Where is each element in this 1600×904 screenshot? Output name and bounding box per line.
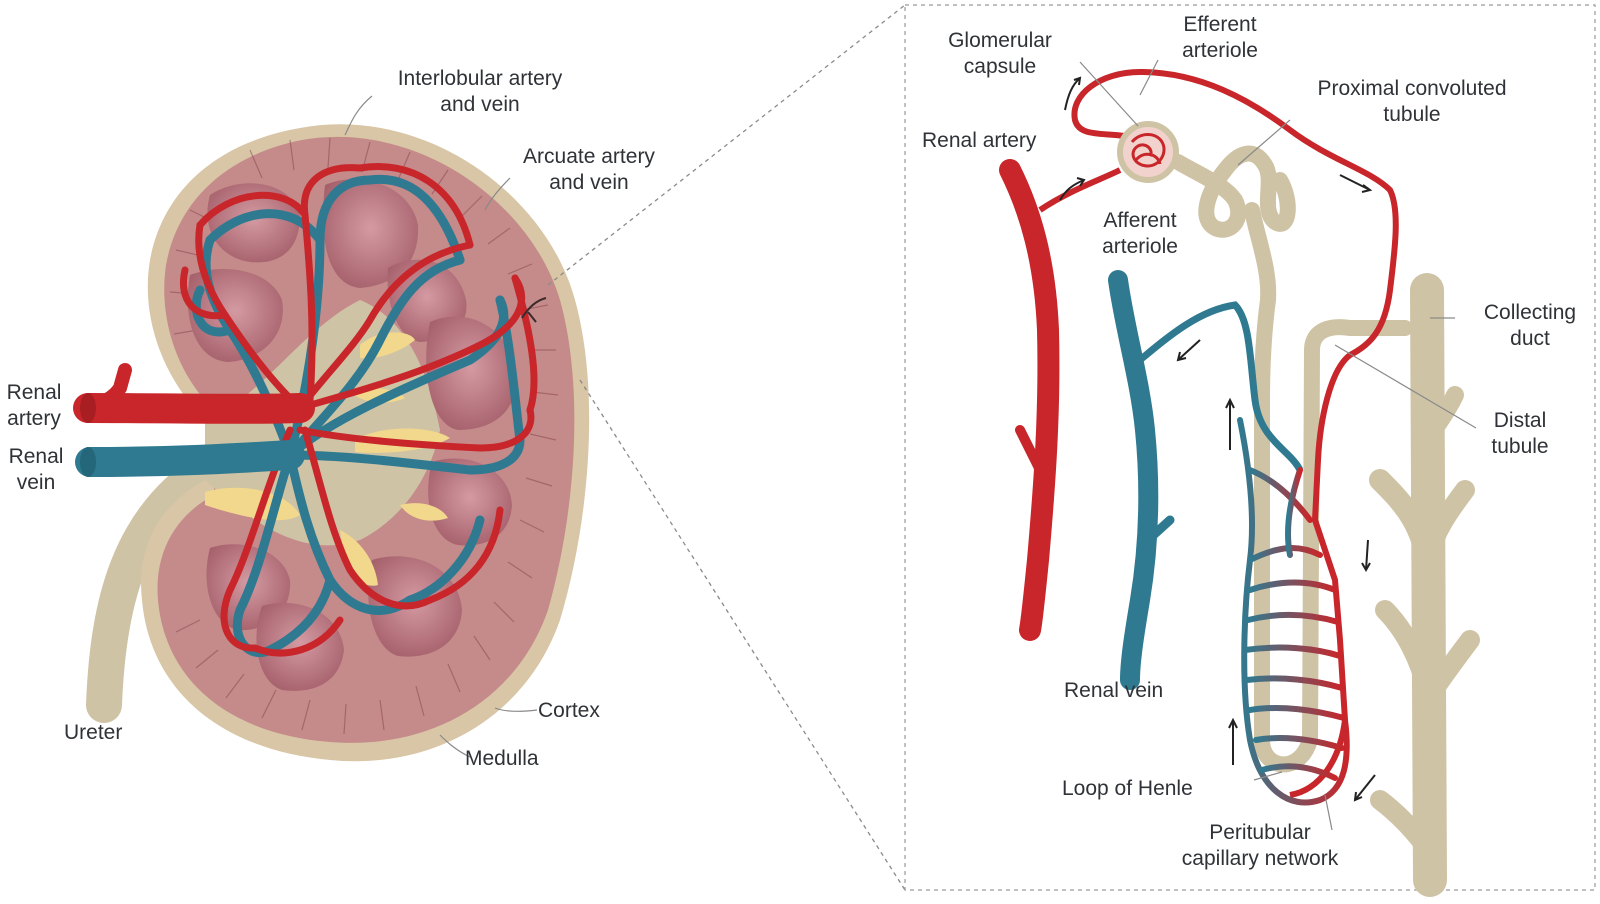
label-ureter: Ureter <box>64 721 123 744</box>
label-distal-line1: Distal <box>1493 409 1547 432</box>
kidney-section <box>73 4 906 891</box>
label-interlobular-line1: Interlobular artery <box>397 67 563 90</box>
nephron-panel <box>344 4 1596 897</box>
label-interlobular-line2: and vein <box>440 93 520 116</box>
peritubular-network <box>1237 417 1350 806</box>
label-proximal-line2: tubule <box>1383 103 1441 126</box>
label-collecting-duct: Collecting duct <box>1465 300 1595 352</box>
collecting-duct-shape <box>1369 273 1480 897</box>
label-efferent-line1: Efferent <box>1183 13 1257 36</box>
glomerulus-icon <box>1117 121 1179 183</box>
label-renal-artery-line2: artery <box>7 407 61 430</box>
label-renal-vein: Renal vein <box>0 444 72 496</box>
artery-network <box>180 163 538 657</box>
label-renal-artery-line1: Renal <box>6 381 62 404</box>
label-proximal-line1: Proximal convoluted <box>1317 77 1507 100</box>
label-afferent-arteriole: Afferent arteriole <box>1080 208 1200 260</box>
label-glomerular-line2: capsule <box>963 55 1037 78</box>
label-collecting-line1: Collecting <box>1483 301 1577 324</box>
label-arcuate-line2: and vein <box>549 171 629 194</box>
label-renal-vein-line2: vein <box>16 471 56 494</box>
efferent-arteriole-vessel <box>1071 69 1399 798</box>
label-glomerular-capsule: Glomerular capsule <box>930 28 1070 80</box>
label-peritubular-line1: Peritubular <box>1209 821 1311 844</box>
label-efferent-line2: arteriole <box>1182 39 1258 62</box>
label-arcuate-line1: Arcuate artery <box>523 145 655 168</box>
label-proximal-convoluted-tubule: Proximal convoluted tubule <box>1292 76 1532 128</box>
label-arcuate-artery-vein: Arcuate artery and vein <box>494 144 684 196</box>
label-distal-tubule: Distal tubule <box>1470 408 1570 460</box>
nephron-renal-artery <box>999 159 1060 641</box>
leader-lines <box>344 59 1477 831</box>
label-nephron-renal-vein: Renal vein <box>1064 679 1164 702</box>
label-peritubular-capillary-network: Peritubular capillary network <box>1155 820 1365 872</box>
renal-artery-trunk <box>73 393 315 424</box>
zoom-lines <box>547 4 906 891</box>
label-collecting-line2: duct <box>1510 327 1550 350</box>
label-renal-vein-line1: Renal <box>8 445 64 468</box>
label-efferent-arteriole: Efferent arteriole <box>1150 12 1290 64</box>
nephron-renal-vein <box>1108 270 1159 690</box>
label-cortex: Cortex <box>538 699 600 722</box>
label-peritubular-line2: capillary network <box>1181 847 1339 870</box>
flow-arrow-icon <box>1059 76 1376 802</box>
label-afferent-line2: arteriole <box>1102 235 1178 258</box>
label-distal-line2: tubule <box>1491 435 1549 458</box>
label-afferent-line1: Afferent <box>1103 209 1177 232</box>
label-nephron-renal-artery: Renal artery <box>922 129 1037 152</box>
label-loop-of-henle: Loop of Henle <box>1062 777 1193 800</box>
renal-vein-trunk <box>75 440 305 477</box>
label-medulla: Medulla <box>465 747 539 770</box>
cortex-striations <box>169 137 559 735</box>
nephron-location-marker <box>521 297 547 323</box>
label-glomerular-line1: Glomerular <box>948 29 1052 52</box>
ureter-tube <box>86 452 223 723</box>
renal-tubule <box>1170 145 1413 773</box>
label-interlobular-artery-vein: Interlobular artery and vein <box>370 66 590 118</box>
afferent-arteriole-vessel <box>1038 167 1122 213</box>
label-renal-artery: Renal artery <box>0 380 68 432</box>
